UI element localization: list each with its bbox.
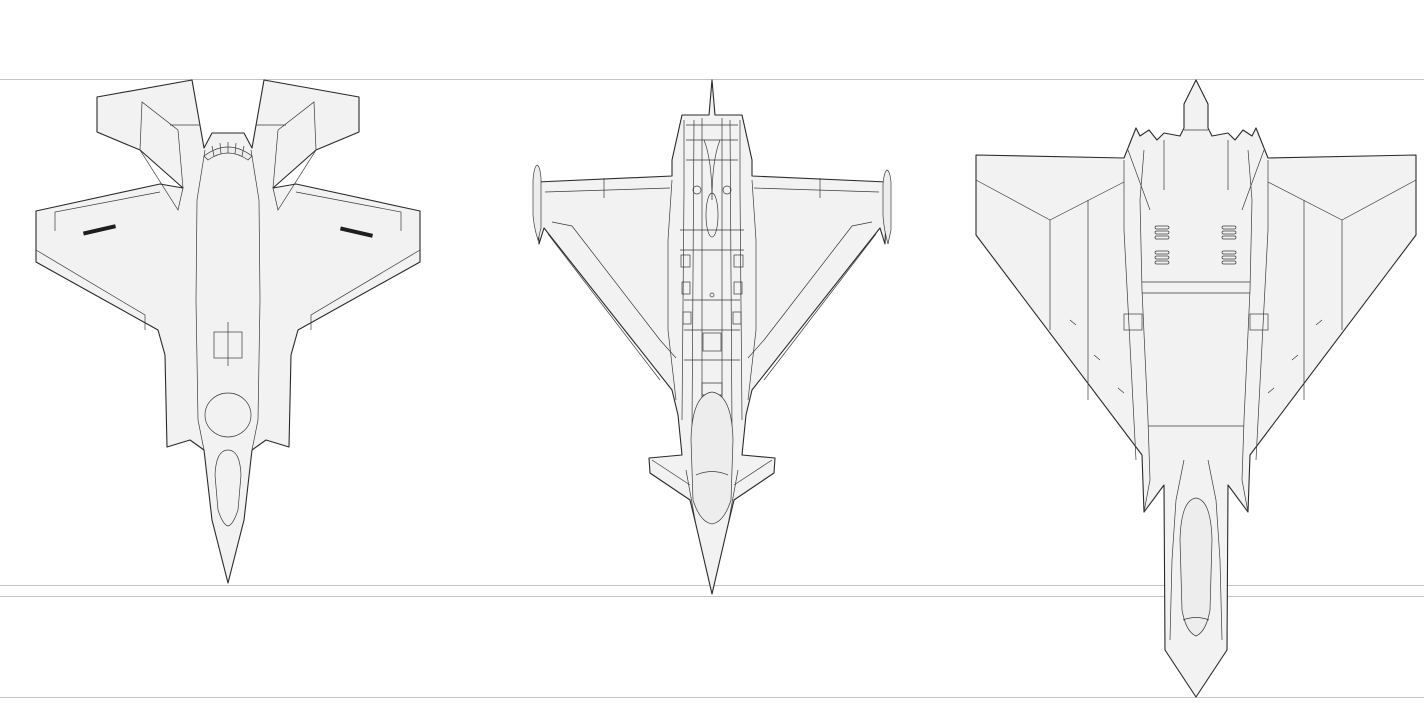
cranked-delta-fighter-top-view-icon bbox=[975, 79, 1417, 698]
left-wingtip-pod bbox=[532, 164, 542, 242]
left-wing-marking bbox=[82, 224, 117, 236]
right-wing-marking bbox=[339, 226, 374, 238]
stealth-fighter-top-view-icon bbox=[35, 79, 421, 584]
center-aircraft-canopy bbox=[690, 391, 734, 525]
left-aircraft-intake-circle bbox=[204, 392, 252, 438]
right-aircraft-canopy bbox=[1179, 497, 1213, 637]
right-aircraft-outline bbox=[975, 79, 1417, 698]
right-aircraft-vents bbox=[1154, 225, 1237, 265]
right-wingtip-pod bbox=[882, 169, 892, 245]
canard-delta-fighter-top-view-icon bbox=[532, 79, 892, 595]
